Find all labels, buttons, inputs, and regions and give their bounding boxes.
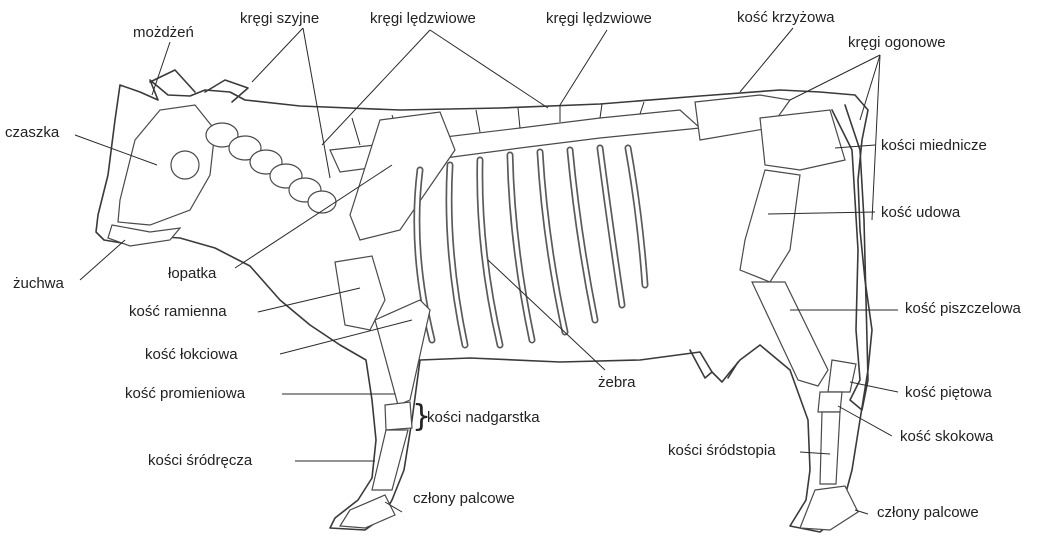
label-kosci-srodstopia: kości śródstopia — [668, 442, 776, 460]
label-kosc-ramienna: kość ramienna — [129, 303, 227, 321]
calcaneus-bone — [828, 360, 856, 392]
label-kosc-pietowa: kość piętowa — [905, 384, 992, 402]
label-kosc-udowa: kość udowa — [881, 204, 960, 222]
forearm-bones — [375, 300, 430, 405]
scapula-bone — [350, 112, 455, 240]
label-kosci-nadgarstka: kości nadgarstka — [427, 409, 540, 427]
label-kosci-miednicze: kości miednicze — [881, 137, 987, 155]
eye-socket — [171, 151, 199, 179]
label-zebra: żebra — [598, 374, 636, 392]
label-kosc-krzyzowa: kość krzyżowa — [737, 9, 835, 27]
label-kregi-szyjne: kręgi szyjne — [240, 10, 319, 28]
label-kregi-ledzwiowe-2: kręgi lędzwiowe — [546, 10, 652, 28]
metacarpal-bones — [372, 430, 408, 490]
carpal-bones — [385, 402, 412, 430]
label-czaszka: czaszka — [5, 124, 59, 142]
pelvis-bone — [760, 110, 845, 170]
hind-hoof — [800, 486, 858, 530]
label-lopatka: łopatka — [168, 265, 216, 283]
label-mozdzen: możdżeń — [133, 24, 194, 42]
front-hoof — [340, 495, 395, 528]
label-kosc-promieniowa: kość promieniowa — [125, 385, 245, 403]
label-kregi-ledzwiowe-1: kręgi lędzwiowe — [370, 10, 476, 28]
femur-bone — [740, 170, 800, 282]
label-zuchwa: żuchwa — [13, 275, 64, 293]
metatarsal-bones — [820, 412, 840, 484]
label-kosc-skokowa: kość skokowa — [900, 428, 993, 446]
skull-bone — [118, 105, 215, 225]
label-kosc-lokciowa: kość łokciowa — [145, 346, 238, 364]
tarsal-bones — [818, 392, 842, 412]
label-czlony-palcowe-2: człony palcowe — [877, 504, 979, 522]
cervical-vertebrae — [206, 123, 336, 213]
ribs — [417, 148, 645, 345]
label-kregi-ogonowe: kręgi ogonowe — [848, 34, 946, 52]
label-kosci-srodrecza: kości śródręcza — [148, 452, 252, 470]
label-kosc-piszczelowa: kość piszczelowa — [905, 300, 1021, 318]
label-czlony-palcowe-1: człony palcowe — [413, 490, 515, 508]
